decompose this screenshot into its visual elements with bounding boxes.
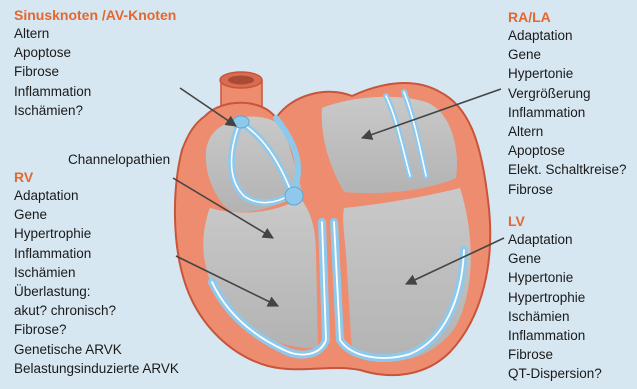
rv-item: Hypertrophie [14, 224, 179, 243]
rv-heading: RV [14, 168, 179, 186]
rv-item: Belastungsinduzierte ARVK [14, 359, 179, 378]
lv-list: Adaptation Gene Hypertonie Hypertrophie … [508, 230, 602, 384]
lv-item: QT-Dispersion? [508, 364, 602, 383]
channelopathies-label: Channelopathien [68, 150, 170, 169]
ra-la-item: Apoptose [508, 141, 627, 160]
ra-la-item: Adaptation [508, 26, 627, 45]
rv-item: Gene [14, 205, 179, 224]
sa-av-node-item: Altern [14, 24, 176, 43]
sa-av-node-list: Altern Apoptose Fibrose Inflammation Isc… [14, 24, 176, 120]
ra-la-item: Hypertonie [508, 64, 627, 83]
lv-item: Adaptation [508, 230, 602, 249]
rv-item: Inflammation [14, 244, 179, 263]
rv-list: Adaptation Gene Hypertrophie Inflammatio… [14, 186, 179, 378]
lv-item: Hypertonie [508, 268, 602, 287]
ra-la-item: Inflammation [508, 103, 627, 122]
ra-la-list: Adaptation Gene Hypertonie Vergrößerung … [508, 26, 627, 199]
sa-av-node-item: Ischämien? [14, 101, 176, 120]
ra-la-item: Vergrößerung [508, 84, 627, 103]
lv-heading: LV [508, 212, 602, 230]
ra-la-item: Altern [508, 122, 627, 141]
av-node [285, 187, 303, 205]
sa-av-node-block: Sinusknoten /AV-Knoten Altern Apoptose F… [14, 6, 176, 120]
rv-item: akut? chronisch? [14, 301, 179, 320]
rv-item: Ischämien [14, 263, 179, 282]
ra-la-block: RA/LA Adaptation Gene Hypertonie Vergröß… [508, 8, 627, 199]
rv-item: Genetische ARVK [14, 340, 179, 359]
lv-item: Hypertrophie [508, 288, 602, 307]
sa-av-node-item: Inflammation [14, 82, 176, 101]
lv-item: Fibrose [508, 345, 602, 364]
rv-item: Fibrose? [14, 320, 179, 339]
sa-av-node-item: Apoptose [14, 43, 176, 62]
lv-item: Inflammation [508, 326, 602, 345]
sa-av-node-heading: Sinusknoten /AV-Knoten [14, 6, 176, 24]
ra-la-item: Fibrose [508, 180, 627, 199]
rv-block: RV Adaptation Gene Hypertrophie Inflamma… [14, 168, 179, 378]
rv-item: Adaptation [14, 186, 179, 205]
ra-la-item: Gene [508, 45, 627, 64]
ra-la-heading: RA/LA [508, 8, 627, 26]
lv-item: Ischämien [508, 307, 602, 326]
sa-av-node-item: Fibrose [14, 62, 176, 81]
lv-item: Gene [508, 249, 602, 268]
ra-la-item: Elekt. Schaltkreise? [508, 160, 627, 179]
lv-block: LV Adaptation Gene Hypertonie Hypertroph… [508, 212, 602, 384]
rv-item: Überlastung: [14, 282, 179, 301]
